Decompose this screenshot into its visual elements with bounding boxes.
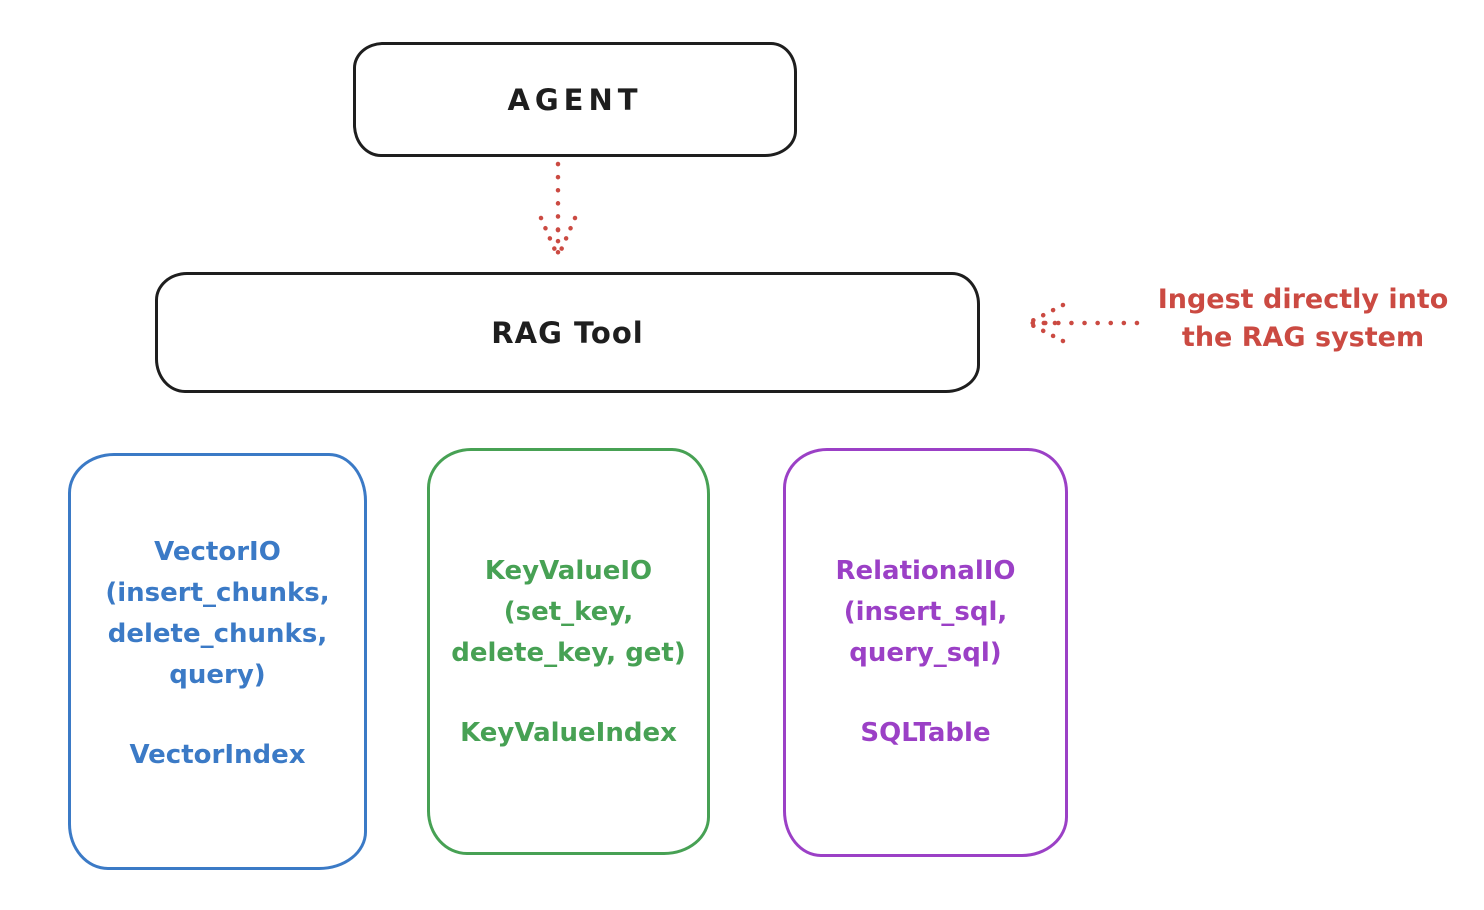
agent-node-label: AGENT xyxy=(507,82,643,117)
card-line: delete_key, get) xyxy=(451,638,686,668)
card-line: delete_chunks, xyxy=(107,619,328,649)
rag-tool-node: RAG Tool xyxy=(155,272,980,393)
ingest-annotation-line2: the RAG system xyxy=(1181,322,1425,353)
ingest-annotation-line1: Ingest directly into xyxy=(1157,284,1449,315)
card-line: VectorIO xyxy=(154,537,281,567)
card-line: query) xyxy=(169,660,266,690)
card-line: (insert_sql, xyxy=(843,597,1008,627)
vectorio-card: VectorIO (insert_chunks, delete_chunks, … xyxy=(68,453,367,870)
card-line: RelationalIO xyxy=(835,556,1016,586)
keyvalueio-index-label: KeyValueIndex xyxy=(460,718,677,748)
card-line: (insert_chunks, xyxy=(105,578,330,608)
relationalio-signature: RelationalIO (insert_sql, query_sql) xyxy=(786,551,1065,674)
relationalio-card: RelationalIO (insert_sql, query_sql) SQL… xyxy=(783,448,1068,857)
vectorio-index-label: VectorIndex xyxy=(129,740,306,770)
rag-tool-node-label: RAG Tool xyxy=(491,315,644,350)
card-line: query_sql) xyxy=(849,638,1002,668)
keyvalueio-card: KeyValueIO (set_key, delete_key, get) Ke… xyxy=(427,448,710,855)
agent-to-ragtool-dotted-arrow-icon xyxy=(538,161,578,260)
card-line: KeyValueIO xyxy=(484,556,653,586)
card-line: (set_key, xyxy=(503,597,634,627)
agent-node: AGENT xyxy=(353,42,797,157)
vectorio-signature: VectorIO (insert_chunks, delete_chunks, … xyxy=(71,532,364,696)
annotation-to-ragtool-dotted-arrow-icon xyxy=(1025,302,1140,344)
relationalio-index-label: SQLTable xyxy=(860,718,991,748)
keyvalueio-signature: KeyValueIO (set_key, delete_key, get) xyxy=(430,551,707,674)
ingest-annotation: Ingest directly into the RAG system xyxy=(1133,281,1473,357)
